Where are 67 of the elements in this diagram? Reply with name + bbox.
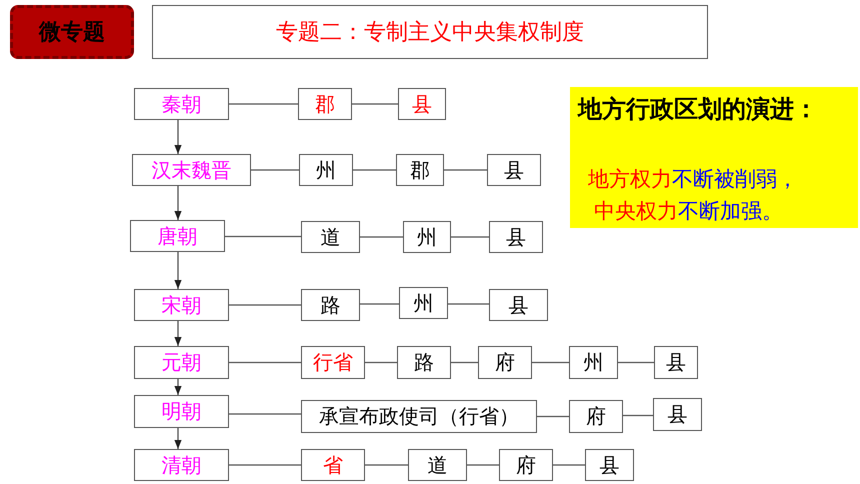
connector-line bbox=[451, 236, 489, 238]
unit-box: 府 bbox=[569, 400, 623, 433]
connector-line bbox=[365, 464, 408, 466]
connector-line bbox=[353, 169, 396, 171]
title-box: 专题二：专制主义中央集权制度 bbox=[152, 5, 708, 59]
connector-line bbox=[251, 169, 299, 171]
unit-box: 郡 bbox=[298, 88, 352, 120]
unit-box: 道 bbox=[301, 221, 360, 253]
arrow bbox=[174, 186, 182, 220]
connector-line bbox=[229, 362, 301, 364]
connector-line bbox=[451, 362, 478, 364]
unit-box: 州 bbox=[569, 346, 618, 379]
unit-box: 府 bbox=[499, 449, 553, 481]
unit-box: 县 bbox=[487, 154, 541, 186]
arrow bbox=[174, 428, 182, 449]
dynasty-box: 唐朝 bbox=[130, 220, 225, 252]
unit-box: 州 bbox=[403, 221, 451, 253]
unit-box: 县 bbox=[654, 346, 698, 379]
connector-line bbox=[532, 362, 569, 364]
unit-box: 县 bbox=[653, 398, 702, 431]
unit-box: 郡 bbox=[396, 154, 444, 186]
dynasty-box: 宋朝 bbox=[134, 289, 229, 321]
connector-line bbox=[444, 169, 487, 171]
connector-line bbox=[225, 236, 301, 238]
connector-line bbox=[537, 416, 569, 418]
dynasty-box: 明朝 bbox=[134, 395, 229, 428]
unit-box: 州 bbox=[399, 287, 448, 319]
connector-line bbox=[229, 464, 301, 466]
arrow bbox=[174, 252, 182, 289]
connector-line bbox=[467, 464, 499, 466]
unit-box: 府 bbox=[478, 346, 532, 379]
unit-box: 路 bbox=[301, 289, 360, 321]
note-text: 地方权力 bbox=[588, 167, 672, 191]
note-text: 不断加强。 bbox=[678, 199, 783, 223]
connector-line bbox=[623, 414, 653, 416]
dynasty-box: 元朝 bbox=[134, 346, 229, 379]
unit-box: 行省 bbox=[301, 346, 365, 379]
dynasty-box: 清朝 bbox=[134, 449, 229, 481]
connector-line bbox=[553, 464, 585, 466]
unit-box: 省 bbox=[301, 449, 365, 481]
arrow bbox=[174, 379, 182, 395]
unit-box: 承宣布政使司（行省） bbox=[301, 400, 537, 433]
unit-box: 县 bbox=[398, 88, 446, 120]
seal-stamp: 微专题 bbox=[10, 5, 134, 59]
dynasty-box: 秦朝 bbox=[134, 88, 229, 120]
connector-line bbox=[365, 362, 397, 364]
panel-heading: 地方行政区划的演进： bbox=[578, 95, 818, 123]
connector-line bbox=[448, 303, 489, 305]
unit-box: 路 bbox=[397, 346, 451, 379]
connector-line bbox=[618, 362, 654, 364]
connector-line bbox=[352, 103, 398, 105]
connector-line bbox=[229, 413, 301, 415]
unit-box: 县 bbox=[489, 289, 548, 321]
note-text: 中央权力 bbox=[594, 199, 678, 223]
unit-box: 县 bbox=[489, 221, 543, 253]
connector-line bbox=[229, 103, 298, 105]
note-panel bbox=[570, 87, 858, 228]
unit-box: 道 bbox=[408, 449, 467, 481]
dynasty-box: 汉末魏晋 bbox=[132, 154, 251, 186]
arrow bbox=[174, 120, 182, 154]
unit-box: 县 bbox=[585, 449, 634, 481]
connector-line bbox=[360, 236, 403, 238]
connector-line bbox=[229, 304, 301, 306]
arrow bbox=[174, 321, 182, 346]
connector-line bbox=[360, 303, 399, 305]
note-text: 不断被削弱， bbox=[672, 167, 798, 191]
unit-box: 州 bbox=[299, 154, 353, 186]
